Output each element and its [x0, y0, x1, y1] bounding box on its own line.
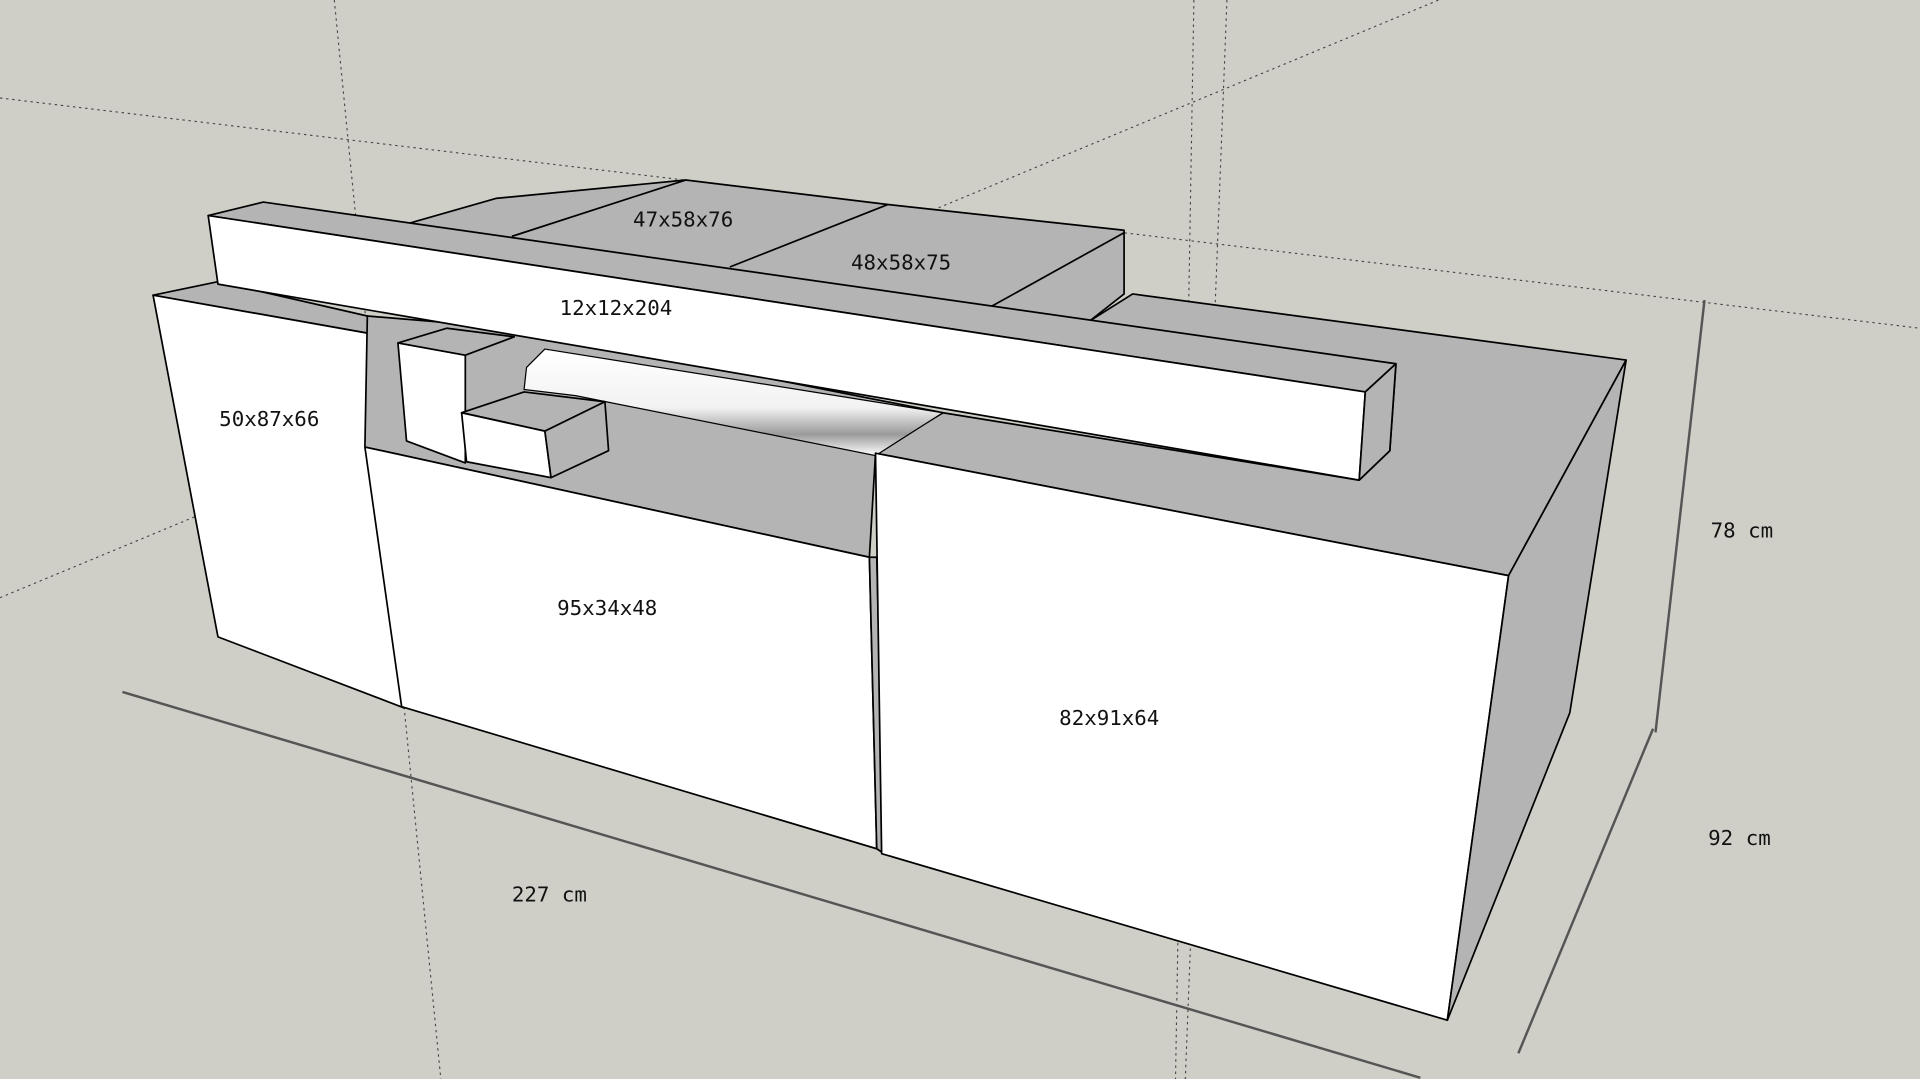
right-box[interactable] — [874, 359, 1627, 1022]
label-top-box-1: 47x58x76 — [633, 208, 733, 232]
component-labels: 47x58x76 48x58x75 12x12x204 50x87x66 95x… — [219, 208, 1773, 907]
beam[interactable] — [207, 201, 1397, 481]
label-beam: 12x12x204 — [560, 296, 673, 320]
dimension-depth: 92 cm — [1708, 826, 1771, 850]
label-top-box-2: 48x58x75 — [851, 250, 951, 274]
top-boxes[interactable] — [409, 179, 1125, 322]
label-middle-box: 95x34x48 — [557, 596, 657, 620]
small-cube[interactable] — [460, 391, 610, 479]
dimension-width: 227 cm — [512, 882, 587, 906]
dimension-height: 78 cm — [1711, 519, 1774, 543]
label-left-box: 50x87x66 — [219, 407, 319, 431]
label-right-box: 82x91x64 — [1059, 706, 1159, 730]
middle-cavity — [364, 315, 945, 559]
dimension-lines — [122, 299, 1706, 1079]
